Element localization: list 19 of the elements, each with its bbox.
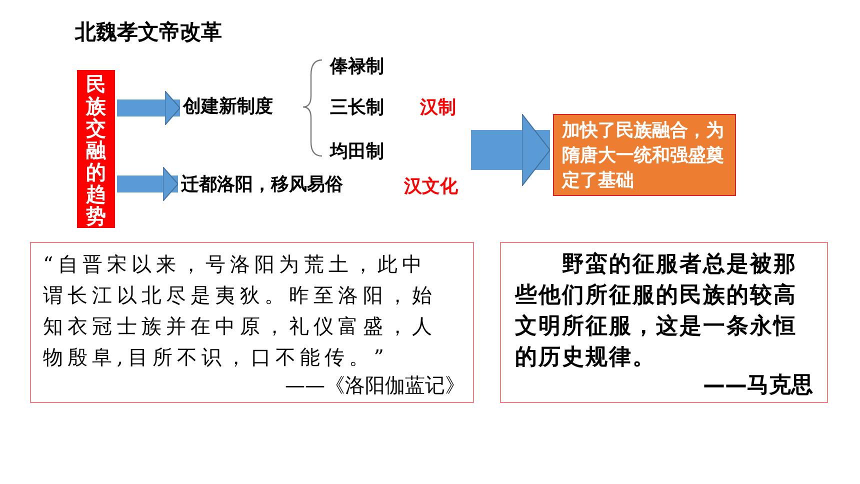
quote-text: “自晋宋以来，号洛阳为荒土，此中谓长江以北尽是夷狄。昨至洛阳，始知衣冠士族并在中原，礼仪富盛，人物殷阜,目所不识，口不能传。” — [43, 251, 438, 371]
vertical-label-box: 民族交融的趋势 — [77, 70, 115, 228]
label-text: 均田制 — [330, 140, 384, 163]
quote-box — [30, 242, 474, 403]
label-text: 汉制 — [420, 96, 456, 119]
title: 北魏孝文帝改革 — [75, 19, 222, 46]
block-arrow — [471, 114, 550, 186]
result-box: 加快了民族融合，为隋唐大一统和强盛奠定了基础 — [553, 114, 736, 196]
label-text: 三长制 — [330, 96, 384, 119]
attribution: ——马克思 — [703, 372, 813, 400]
quote-text: 野蛮的征服者总是被那些他们所征服的民族的较高文明所征服，这是一条永恒的历史规律。 — [515, 250, 798, 372]
label-text: 俸禄制 — [330, 55, 384, 78]
step-text: 创建新制度 — [183, 93, 303, 121]
step-text: 迁都洛阳，移风易俗 — [181, 171, 381, 199]
quote-box — [500, 242, 828, 403]
attribution: ——《洛阳伽蓝记》 — [285, 372, 465, 399]
block-arrow — [117, 90, 180, 126]
block-arrow — [117, 166, 178, 202]
label-text: 汉文化 — [404, 175, 458, 198]
